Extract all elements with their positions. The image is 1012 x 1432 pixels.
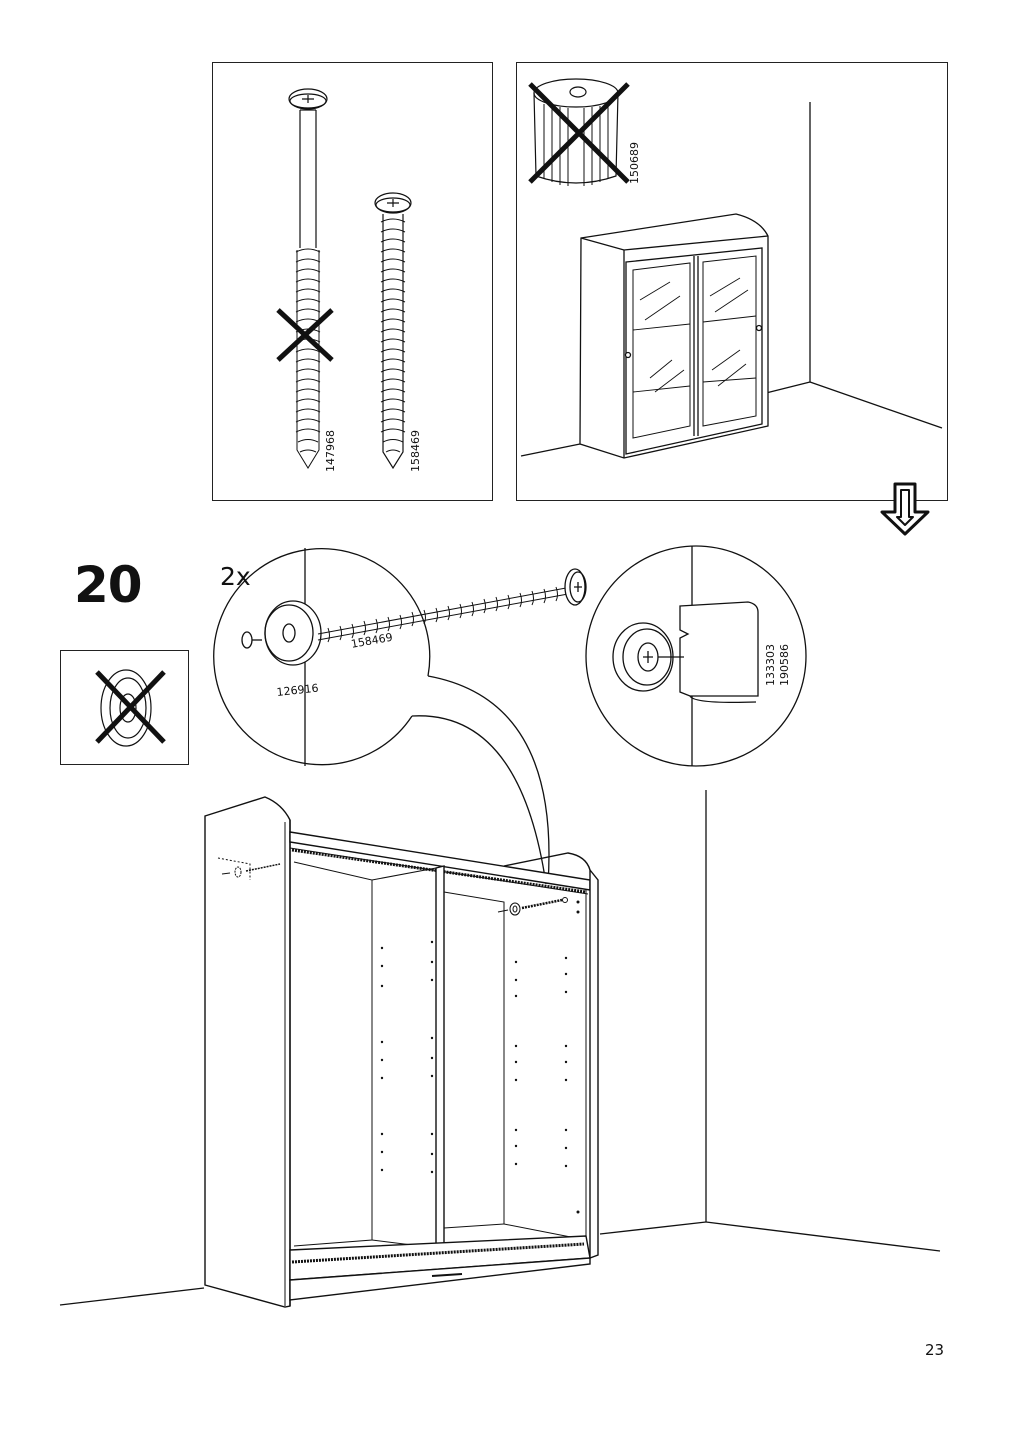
detail-circle-left [213, 548, 587, 885]
part-number-cover-cap-2: 190586 [778, 644, 791, 686]
short-screw-icon [374, 192, 412, 470]
screw-in-cabinet-right [497, 897, 568, 916]
page-number: 23 [925, 1341, 945, 1359]
part-number-short-screw: 158469 [409, 430, 422, 472]
cabinet-frame-icon [204, 796, 599, 1308]
down-arrow-icon [880, 482, 930, 536]
crossed-washer-icon [100, 669, 152, 747]
top-left-panel [212, 62, 493, 501]
step-number: 20 [74, 556, 143, 614]
cabinet-with-sliding-doors-icon [579, 213, 769, 459]
long-screw-icon [288, 88, 328, 469]
crossed-washer-panel [60, 650, 189, 765]
room-corner [520, 102, 943, 457]
cross-icon [528, 82, 630, 184]
cross-icon [276, 308, 334, 362]
screw-in-cabinet-left [217, 857, 281, 880]
cross-icon [95, 670, 166, 744]
quantity-label: 2x [220, 562, 251, 591]
shelf-pin-holes [380, 900, 580, 1214]
part-number-cover-cap-1: 133303 [764, 644, 777, 686]
part-number-long-screw: 147968 [324, 430, 337, 472]
room-lines-bottom [59, 790, 941, 1306]
detail-circle-right [585, 545, 807, 767]
part-number-cam-fitting: 150689 [628, 142, 641, 184]
